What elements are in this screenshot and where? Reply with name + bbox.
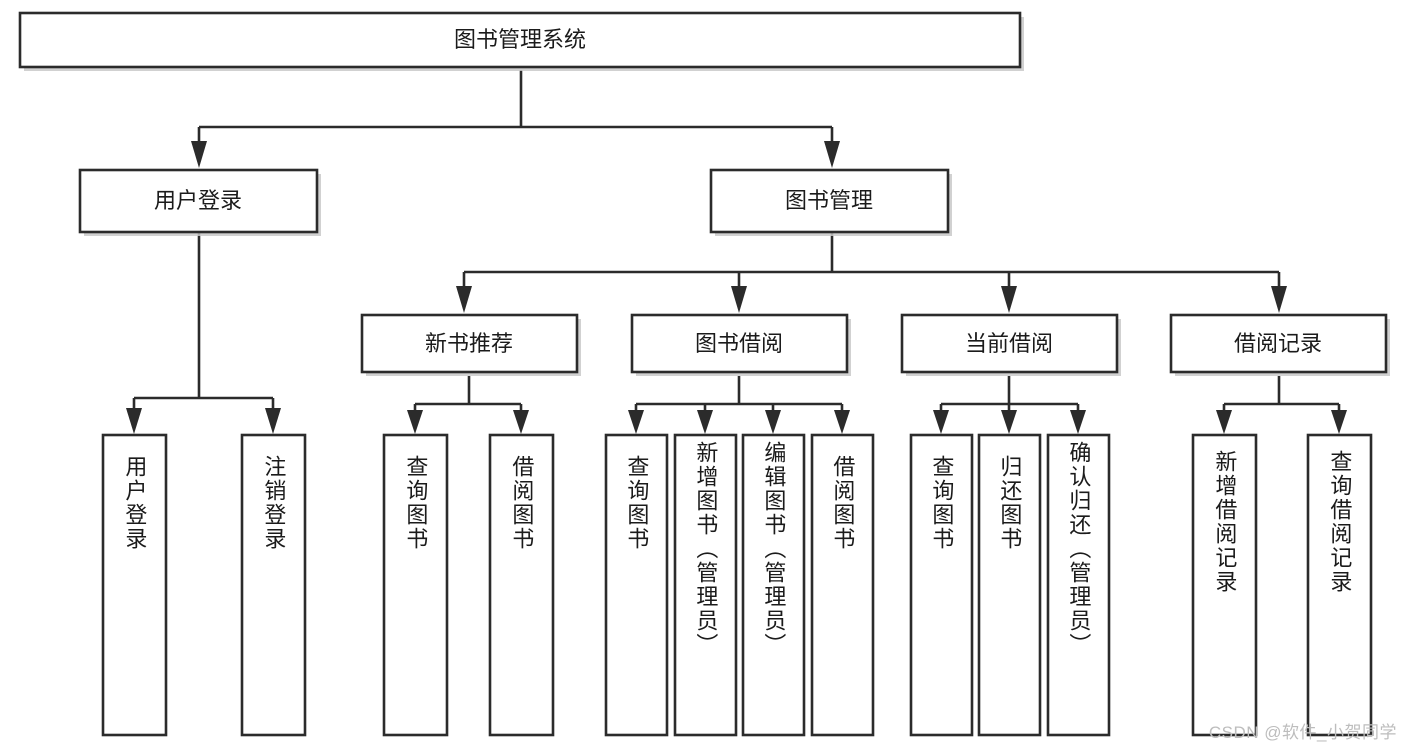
leaf-current-borrow-2[interactable] — [977, 433, 1042, 737]
leaf-user-login-2[interactable] — [240, 433, 307, 737]
node-user-login-label: 用户登录 — [154, 188, 242, 213]
arrow-userlogin-leaf-1 — [126, 408, 142, 434]
edges-layer — [126, 70, 1347, 434]
leaf-book-borrow-4[interactable] — [810, 433, 875, 737]
arrow-bookborrow-leaf-4 — [834, 410, 850, 434]
leaf-current-borrow-3[interactable] — [1046, 433, 1111, 737]
node-root[interactable] — [18, 11, 1022, 69]
node-user-login[interactable] — [78, 168, 319, 234]
arrow-newbook-leaf-2 — [513, 410, 529, 434]
node-book-borrow[interactable] — [630, 313, 849, 374]
node-root-label: 图书管理系统 — [454, 27, 586, 52]
arrow-newbook-leaf-1 — [407, 410, 423, 434]
leaf-new-book-1[interactable] — [382, 433, 449, 737]
node-book-management[interactable] — [709, 168, 950, 234]
node-book-management-label: 图书管理 — [785, 188, 873, 213]
leaf-borrow-record-1[interactable] — [1191, 433, 1258, 737]
leaf-book-borrow-2[interactable] — [673, 433, 738, 737]
arrow-bookborrow-leaf-3 — [765, 410, 781, 434]
arrow-to-newbook — [456, 286, 472, 313]
leaf-new-book-2[interactable] — [488, 433, 555, 737]
arrow-currentborrow-leaf-3 — [1070, 410, 1086, 434]
arrow-userlogin-leaf-2 — [265, 408, 281, 434]
leaf-current-borrow-1[interactable] — [909, 433, 974, 737]
arrow-to-userlogin — [191, 141, 207, 168]
arrow-currentborrow-leaf-1 — [933, 410, 949, 434]
arrow-bookborrow-leaf-1 — [628, 410, 644, 434]
node-borrow-record[interactable] — [1169, 313, 1388, 374]
arrow-to-bookmgmt — [824, 141, 840, 168]
leaf-borrow-record-2[interactable] — [1306, 433, 1373, 737]
node-new-book-recommend[interactable] — [360, 313, 579, 374]
arrow-borrowrecord-leaf-2 — [1331, 410, 1347, 434]
nodes-layer: 图书管理系统 用户登录 图书管理 新书推荐 图书借阅 当前借阅 借阅记录 — [18, 11, 1390, 737]
arrow-borrowrecord-leaf-1 — [1216, 410, 1232, 434]
node-new-book-recommend-label: 新书推荐 — [425, 331, 513, 356]
arrow-currentborrow-leaf-2 — [1001, 410, 1017, 434]
node-current-borrow-label: 当前借阅 — [965, 331, 1053, 356]
arrow-to-currentborrow — [1001, 286, 1017, 313]
node-borrow-record-label: 借阅记录 — [1234, 331, 1322, 356]
leaf-user-login-1[interactable] — [101, 433, 168, 737]
node-current-borrow[interactable] — [900, 313, 1119, 374]
leaf-book-borrow-3[interactable] — [741, 433, 806, 737]
arrow-to-bookborrow — [731, 286, 747, 313]
arrow-to-borrowrecord — [1271, 286, 1287, 313]
leaf-book-borrow-1[interactable] — [604, 433, 669, 737]
node-book-borrow-label: 图书借阅 — [695, 331, 783, 356]
arrow-bookborrow-leaf-2 — [697, 410, 713, 434]
